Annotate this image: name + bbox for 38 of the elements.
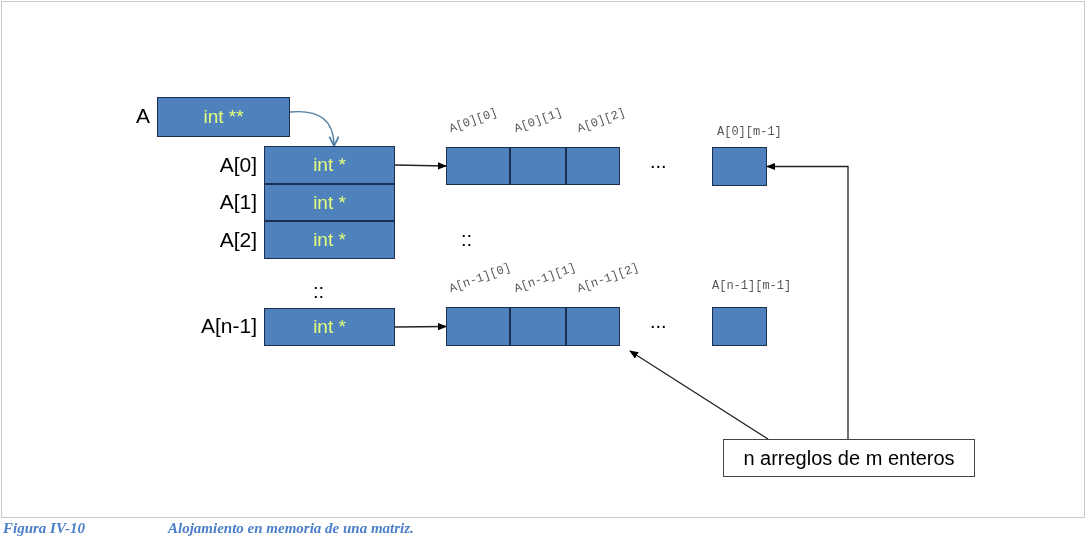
pointer-cell bbox=[264, 146, 395, 184]
arrow bbox=[766, 162, 849, 440]
arrow bbox=[394, 162, 447, 170]
arrow bbox=[629, 350, 769, 440]
index-label: A[2] bbox=[219, 228, 257, 252]
memory-cell bbox=[566, 307, 620, 346]
element-label: A[n-1][m-1] bbox=[712, 279, 792, 293]
cell-text: int * bbox=[313, 316, 346, 338]
index-label: A[0] bbox=[219, 153, 257, 177]
vertical-ellipsis: :: bbox=[461, 228, 473, 251]
element-label: A[0][m-1] bbox=[717, 125, 782, 139]
arrow bbox=[394, 322, 447, 331]
figure-number: Figura IV-10 bbox=[3, 520, 86, 537]
memory-cell bbox=[510, 307, 566, 346]
ellipsis: ... bbox=[650, 310, 667, 333]
note-box bbox=[723, 439, 975, 477]
index-label: A[n-1] bbox=[200, 314, 257, 338]
cell-text: int ** bbox=[203, 106, 244, 128]
figure-caption: Alojamiento en memoria de una matriz. bbox=[168, 520, 414, 537]
cell-text: int * bbox=[313, 191, 346, 214]
memory-cell bbox=[446, 147, 510, 185]
memory-cell bbox=[510, 147, 566, 185]
curved-arrow bbox=[289, 110, 340, 147]
memory-cell bbox=[712, 307, 767, 346]
memory-cell bbox=[446, 307, 510, 346]
cell-text: int * bbox=[313, 154, 346, 176]
pointer-cell bbox=[264, 308, 395, 346]
memory-cell bbox=[712, 147, 767, 186]
pointer-cell bbox=[264, 184, 395, 221]
cell-text: n arreglos de m enteros bbox=[743, 446, 955, 470]
index-label: A bbox=[136, 104, 150, 128]
vertical-ellipsis: :: bbox=[313, 280, 325, 303]
pointer-cell bbox=[157, 97, 290, 137]
ellipsis: ... bbox=[650, 150, 667, 173]
cell-text: int * bbox=[313, 229, 346, 251]
index-label: A[1] bbox=[219, 190, 257, 214]
pointer-cell bbox=[264, 221, 395, 259]
memory-cell bbox=[566, 147, 620, 185]
